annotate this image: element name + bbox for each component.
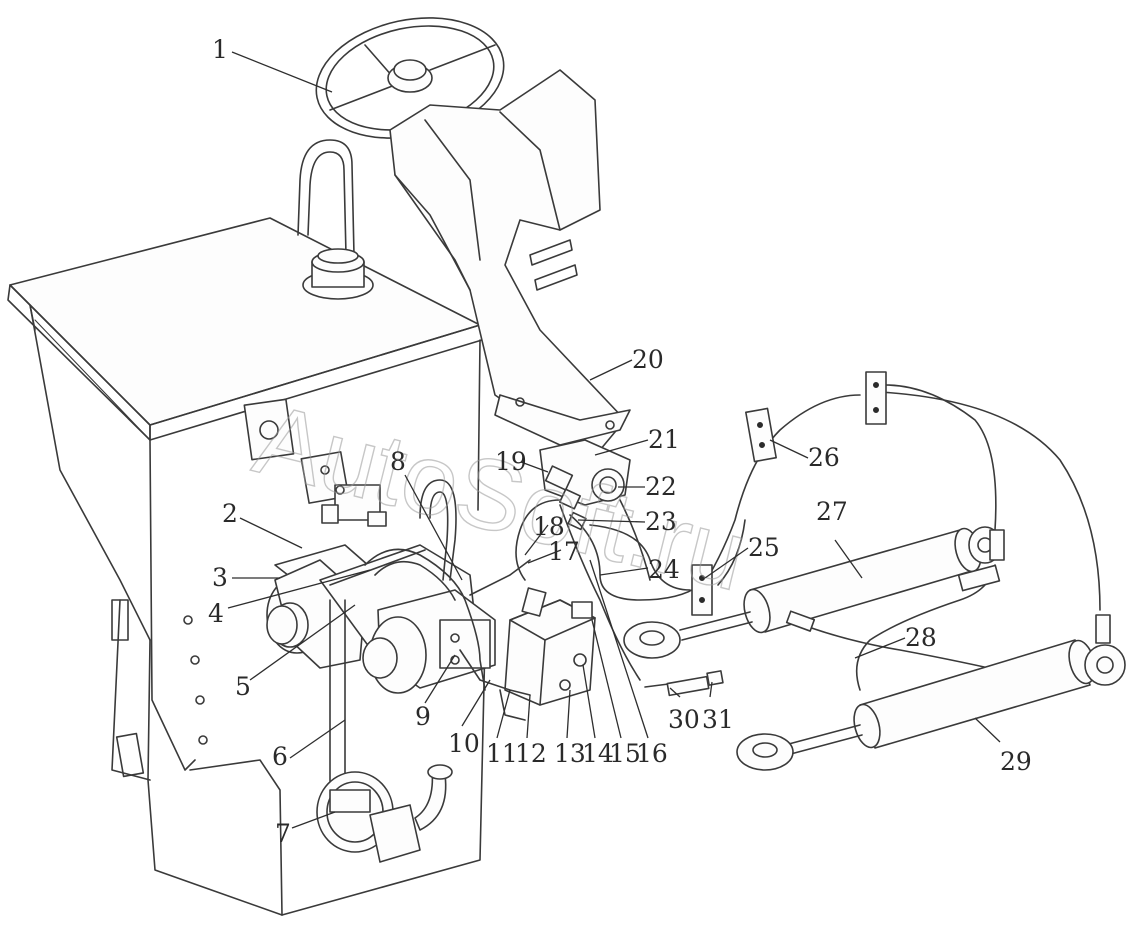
- callout-29: 29: [1000, 747, 1032, 776]
- suction-filter: [316, 764, 453, 863]
- callout-18: 18: [533, 512, 565, 541]
- steering-cylinder-upper: [623, 526, 1005, 659]
- test-fittings: [666, 610, 816, 697]
- callout-labels: 1 2 3 4 5 6 7 8 9 10 11 12 13 14 15 16 1…: [208, 35, 1032, 848]
- callout-28: 28: [905, 623, 937, 652]
- callout-27: 27: [816, 497, 848, 526]
- distributor-valve: [499, 587, 596, 721]
- callout-4: 4: [208, 599, 224, 628]
- callout-8: 8: [390, 447, 406, 476]
- callout-1: 1: [212, 35, 228, 64]
- callout-13: 13: [554, 739, 586, 768]
- callout-19: 19: [495, 447, 527, 476]
- pipe-clamps: [691, 371, 887, 616]
- callout-23: 23: [645, 507, 677, 536]
- callout-11: 11: [486, 739, 518, 768]
- callout-7: 7: [275, 819, 291, 848]
- callout-5: 5: [235, 672, 251, 701]
- callout-22: 22: [645, 472, 677, 501]
- callout-6: 6: [272, 742, 288, 771]
- callout-15: 15: [609, 739, 641, 768]
- callout-26: 26: [808, 443, 840, 472]
- callout-30: 30: [668, 705, 700, 734]
- callout-10: 10: [448, 729, 480, 758]
- callout-14: 14: [582, 739, 614, 768]
- tank-body: [7, 139, 486, 916]
- callout-25: 25: [748, 533, 780, 562]
- leader-lines: [227, 51, 1001, 829]
- secondary-pump: [362, 589, 496, 694]
- callout-2: 2: [222, 499, 238, 528]
- callout-16: 16: [636, 739, 668, 768]
- callout-24: 24: [648, 555, 680, 584]
- valve-block: [300, 451, 387, 527]
- callout-20: 20: [632, 345, 664, 374]
- callout-17: 17: [548, 537, 580, 566]
- steering-column: [389, 69, 631, 451]
- callout-31: 31: [702, 705, 734, 734]
- callout-3: 3: [212, 563, 228, 592]
- callout-12: 12: [515, 739, 547, 768]
- callout-9: 9: [415, 702, 431, 731]
- callout-21: 21: [648, 425, 680, 454]
- steering-cylinder-lower: [736, 614, 1126, 771]
